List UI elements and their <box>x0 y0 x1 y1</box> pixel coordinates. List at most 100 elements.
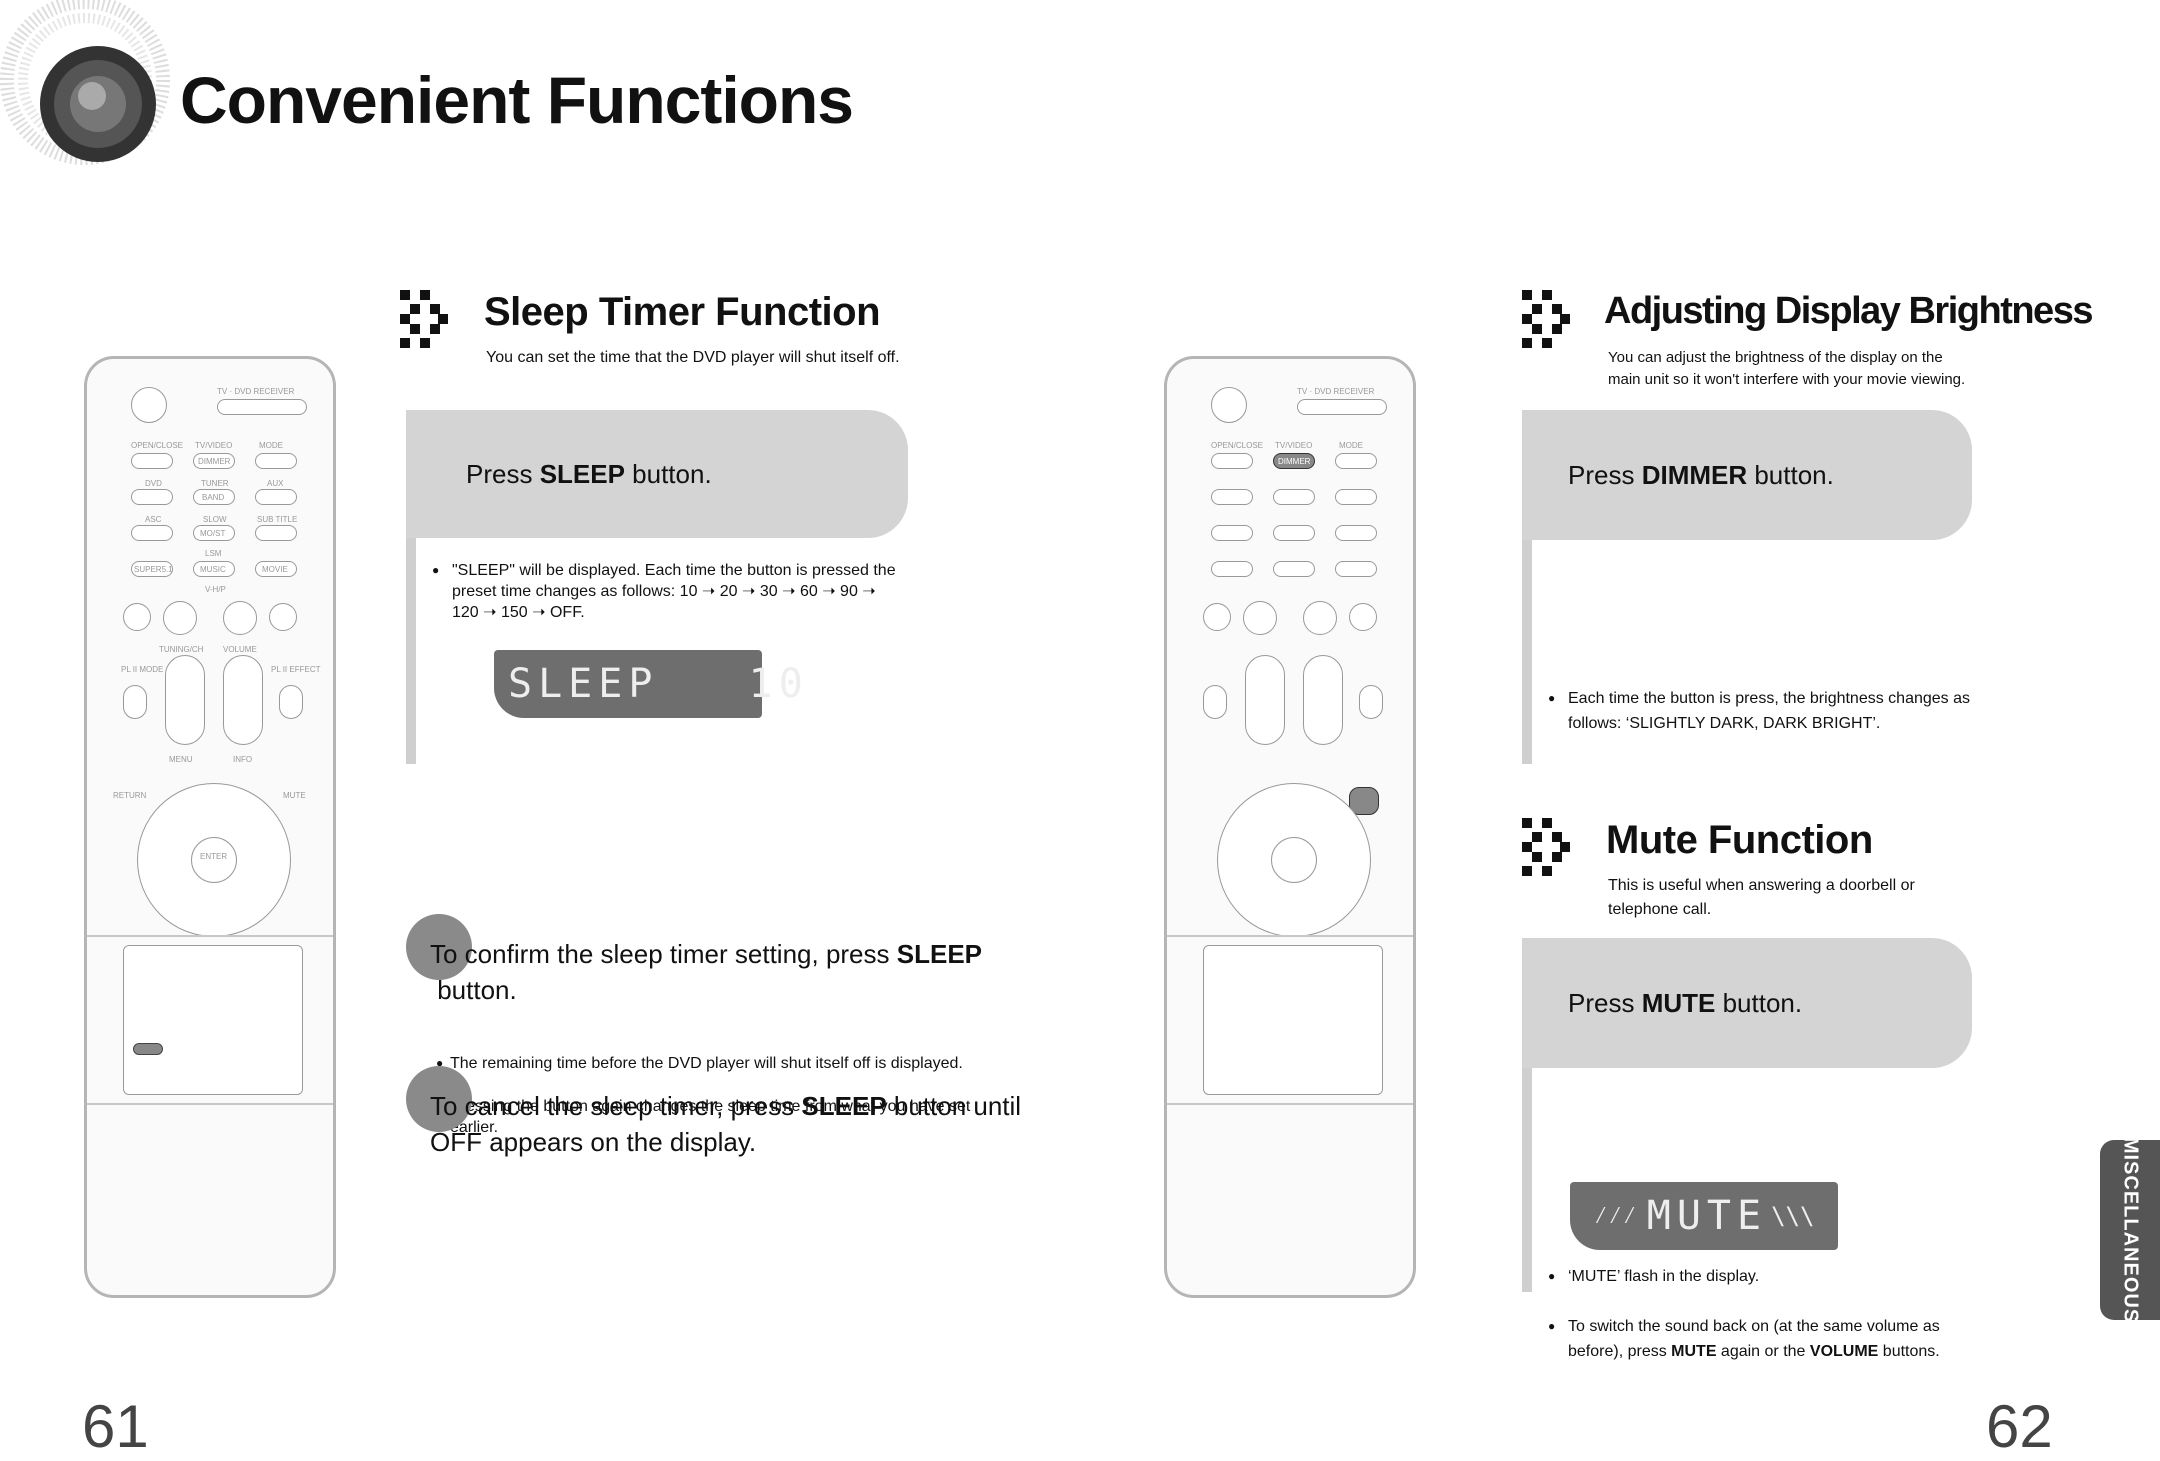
label-vhp: V-H/P <box>205 585 226 594</box>
confirm-bullet-2: Pressing the button again changes the sl… <box>436 1096 1016 1138</box>
sleep-press-box: Press SLEEP button. <box>406 410 908 538</box>
sleep-press-prefix: Press <box>466 458 540 489</box>
label-aux: AUX <box>267 479 284 488</box>
mute-lcd-display: ⁄⁄⁄ MUTE \\\ <box>1570 1182 1838 1250</box>
remote-divider <box>87 935 333 937</box>
mute-flash-right-icon: \\\ <box>1771 1202 1815 1230</box>
dvd-button <box>131 489 173 505</box>
label-openclose: OPEN/CLOSE <box>131 441 184 450</box>
dimmer-press-box: Press DIMMER button. <box>1522 410 1972 540</box>
remote-control-left: TV · DVD RECEIVER OPEN/CLOSE TV/VIDEO MO… <box>84 356 336 1298</box>
openclose-button <box>131 453 173 469</box>
super51-button: SUPER5.1 <box>131 561 173 577</box>
dimmer-button: DIMMER <box>193 453 235 469</box>
section-arrow-icon <box>1522 290 1570 348</box>
label-asc: ASC <box>145 515 162 524</box>
label-lsm: LSM <box>205 549 222 558</box>
most-button <box>1273 525 1315 541</box>
sleep-side-bar <box>406 410 416 764</box>
dimmer-subtitle-1: You can adjust the brightness of the dis… <box>1608 349 1943 366</box>
dimmer-button-highlight: DIMMER <box>1273 453 1315 469</box>
speaker-logo <box>0 0 170 170</box>
volume-rocker <box>1303 655 1343 745</box>
remote-divider <box>1167 935 1413 937</box>
play-pause-button <box>1303 601 1337 635</box>
cancel-suffix: button until OFF appears on the display. <box>430 1091 1022 1157</box>
dimmer-side-bar <box>1522 410 1532 764</box>
cancel-button: SLEEP <box>801 1091 887 1121</box>
label-dvd: DVD <box>145 479 162 488</box>
tuning-rocker <box>165 655 205 745</box>
mute-flash-left-icon: ⁄⁄⁄ <box>1593 1201 1637 1229</box>
mute-bullet-2-a: To switch the sound back on (at the same… <box>1568 1318 1940 1360</box>
mute-press-suffix: button. <box>1715 987 1803 1018</box>
asc-button <box>1211 525 1253 541</box>
subtitle-button <box>255 525 297 541</box>
dimmer-press-suffix: button. <box>1747 459 1834 490</box>
subtitle-button <box>1335 525 1377 541</box>
label-tuner: TUNER <box>201 479 229 488</box>
stop-button <box>163 601 197 635</box>
cancel-step-circle <box>406 1066 472 1132</box>
volume-rocker <box>223 655 263 745</box>
mute-bullet-2-d: VOLUME <box>1809 1343 1879 1360</box>
label-menu: MENU <box>169 755 193 764</box>
confirm-step-circle <box>406 914 472 980</box>
sleep-bullet: "SLEEP" will be displayed. Each time the… <box>432 560 902 623</box>
mute-subtitle-1: This is useful when answering a doorbell… <box>1608 877 1915 894</box>
mute-press-prefix: Press <box>1568 987 1642 1018</box>
mute-subtitle-2: telephone call. <box>1608 901 1712 918</box>
page-number-left: 61 <box>82 1393 149 1460</box>
label-mode: MODE <box>1339 441 1363 450</box>
tv-dvd-switch <box>217 399 307 415</box>
tv-dvd-switch <box>1297 399 1387 415</box>
label-tvvideo: TV/VIDEO <box>195 441 233 450</box>
super51-button <box>1211 561 1253 577</box>
plmode-button <box>123 685 147 719</box>
dimmer-press-button: DIMMER <box>1641 459 1748 490</box>
cancel-step-text: To cancel the sleep timer, press SLEEP b… <box>430 1088 1050 1160</box>
band-button <box>1273 489 1315 505</box>
sleep-lcd-display: SLEEP 10 <box>494 650 803 718</box>
mute-button-highlight <box>1349 787 1379 815</box>
label-mute: MUTE <box>283 791 306 800</box>
mute-side-bar <box>1522 938 1532 1292</box>
most-button: MO/ST <box>193 525 235 541</box>
aux-button <box>255 489 297 505</box>
next-button <box>1349 603 1377 631</box>
aux-button <box>1335 489 1377 505</box>
enter-button <box>1271 837 1317 883</box>
dimmer-subtitle-2: main unit so it won't interfere with you… <box>1608 371 1966 388</box>
sleep-lcd-text: SLEEP 10 <box>508 661 809 707</box>
power-button <box>131 387 167 423</box>
remote-divider-bottom <box>1167 1103 1413 1105</box>
confirm-suffix: button. <box>430 975 517 1005</box>
sleep-press-button: SLEEP <box>539 458 625 489</box>
mode-button <box>255 453 297 469</box>
next-button <box>269 603 297 631</box>
music-button: MUSIC <box>193 561 235 577</box>
prev-button <box>123 603 151 631</box>
mute-press-box: Press MUTE button. <box>1522 938 1972 1068</box>
confirm-button: SLEEP <box>896 939 982 969</box>
mute-bullet-2-e: buttons. <box>1878 1343 1940 1360</box>
label-pleffect: PL II EFFECT <box>271 665 321 674</box>
movie-button: MOVIE <box>255 561 297 577</box>
enter-button: ENTER <box>191 837 237 883</box>
mute-bullet-2: To switch the sound back on (at the same… <box>1548 1314 1978 1364</box>
sleep-section-subtitle: You can set the time that the DVD player… <box>486 349 900 366</box>
mute-press-button: MUTE <box>1641 987 1716 1018</box>
confirm-prefix: To confirm the sleep timer setting, pres… <box>430 939 897 969</box>
mute-section-title: Mute Function <box>1606 818 1873 862</box>
prev-button <box>1203 603 1231 631</box>
asc-button <box>131 525 173 541</box>
mute-bullet-1: ‘MUTE’ flash in the display. <box>1548 1264 1978 1289</box>
page-title: Convenient Functions <box>180 63 854 137</box>
cancel-prefix: To cancel the sleep timer, press <box>430 1091 802 1121</box>
music-button <box>1273 561 1315 577</box>
mute-bullet-2-b: MUTE <box>1671 1343 1717 1360</box>
section-arrow-icon <box>1522 818 1570 876</box>
label-volume: VOLUME <box>223 645 257 654</box>
remote-control-right: TV · DVD RECEIVER OPEN/CLOSE TV/VIDEO MO… <box>1164 356 1416 1298</box>
remote-divider-bottom <box>87 1103 333 1105</box>
